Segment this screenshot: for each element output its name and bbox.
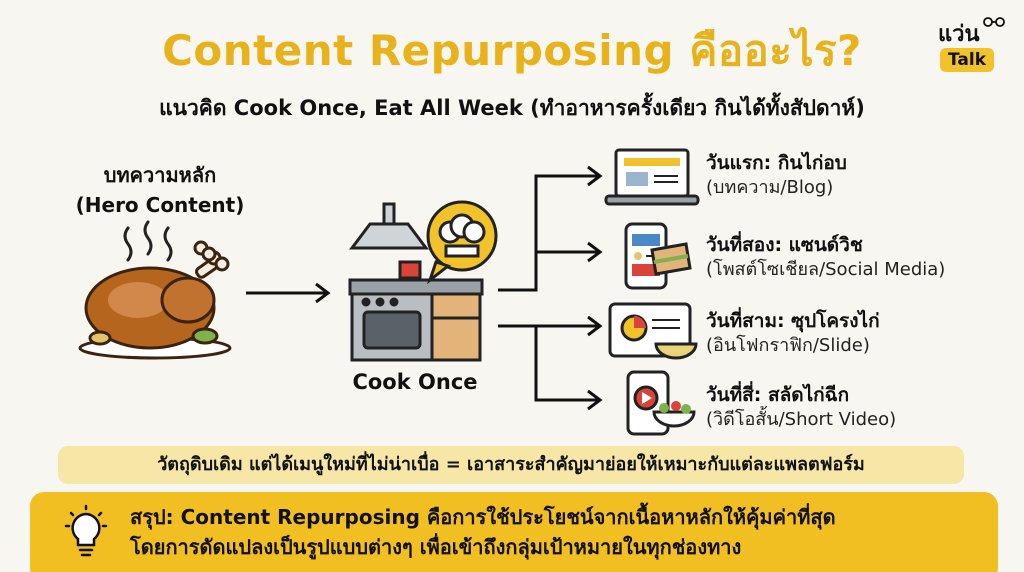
summary-line2: โดยการดัดแปลงเป็นรูปแบบต่างๆ เพื่อเข้าถึ… xyxy=(130,535,742,559)
page-subtitle: แนวคิด Cook Once, Eat All Week (ทำอาหารค… xyxy=(159,96,865,120)
brand-logo: แว่น Talk xyxy=(918,12,1008,82)
cook-once-label: Cook Once xyxy=(352,370,478,394)
kitchen-stove-icon xyxy=(348,202,484,362)
output-desc: (วิดีโอสั้น/Short Video) xyxy=(706,409,897,430)
output-title: วันที่สี่: สลัดไก่ฉีก xyxy=(706,384,850,406)
summary-line1: สรุป: Content Repurposing คือการใช้ประโย… xyxy=(130,505,836,529)
output-title: วันที่สาม: ซุปโครงไก่ xyxy=(706,310,880,332)
chef-hat-icon xyxy=(426,200,498,285)
output-title: วันที่สอง: แซนด์วิช xyxy=(706,234,863,256)
output-desc: (อินโฟกราฟิก/Slide) xyxy=(706,335,870,356)
brand-tag: Talk xyxy=(940,48,995,72)
lightbulb-icon xyxy=(64,504,108,557)
summary-box: สรุป: Content Repurposing คือการใช้ประโย… xyxy=(30,492,998,572)
branch-arrows xyxy=(498,165,603,411)
output-desc: (บทความ/Blog) xyxy=(706,177,834,198)
output-item-2: วันที่สอง: แซนด์วิช (โพสต์โซเชียล/Social… xyxy=(706,232,1006,282)
output-title: วันแรก: กินไก่อบ xyxy=(706,152,847,174)
video-phone-salad-icon xyxy=(626,370,696,436)
output-item-1: วันแรก: กินไก่อบ (บทความ/Blog) xyxy=(706,150,1006,200)
roast-chicken-icon xyxy=(78,240,232,360)
hero-label-line2: (Hero Content) xyxy=(75,193,245,217)
tablet-soup-icon xyxy=(608,302,698,360)
steam-icon xyxy=(123,220,173,262)
key-insight-banner: วัตถุดิบเดิม แต่ได้เมนูใหม่ที่ไม่น่าเบื่… xyxy=(58,446,964,484)
hero-content-label: บทความหลัก (Hero Content) xyxy=(60,160,260,220)
arrow-to-kitchen xyxy=(246,282,331,304)
output-item-4: วันที่สี่: สลัดไก่ฉีก (วิดีโอสั้น/Short … xyxy=(706,382,1006,432)
summary-text: สรุป: Content Repurposing คือการใช้ประโย… xyxy=(130,502,990,562)
brand-name: แว่น xyxy=(938,22,980,47)
output-desc: (โพสต์โซเชียล/Social Media) xyxy=(706,259,946,280)
glasses-icon xyxy=(983,17,1005,27)
laptop-icon xyxy=(604,148,700,206)
hero-label-line1: บทความหลัก xyxy=(103,163,217,187)
output-item-3: วันที่สาม: ซุปโครงไก่ (อินโฟกราฟิก/Slide… xyxy=(706,308,1006,358)
phone-sandwich-icon xyxy=(624,222,692,290)
page-title: Content Repurposing คืออะไร? xyxy=(162,26,862,75)
